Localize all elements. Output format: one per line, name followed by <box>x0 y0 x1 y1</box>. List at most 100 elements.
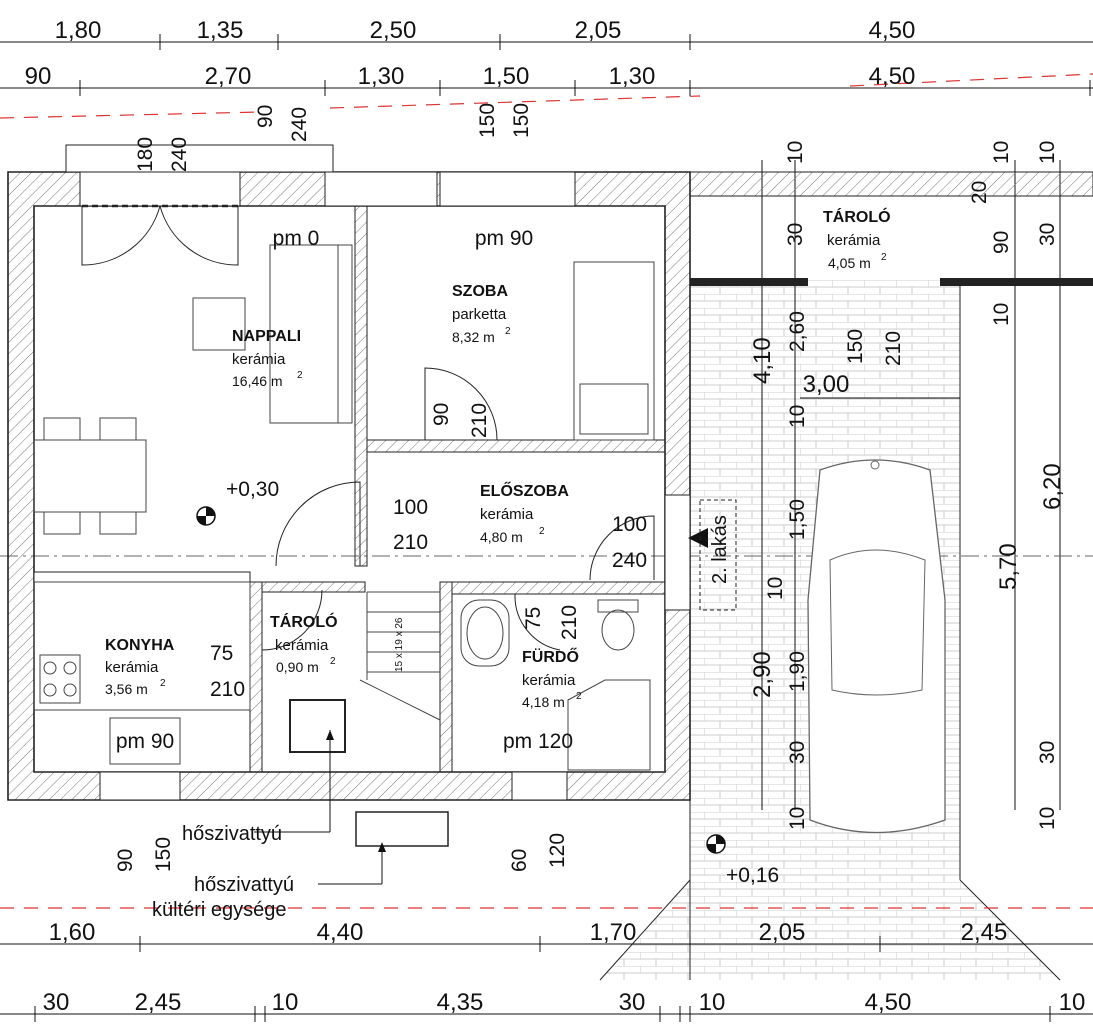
dim-vert: 1,90 <box>786 651 809 692</box>
dim-vert: 10 <box>764 577 787 600</box>
dim-right: 10 <box>990 303 1013 326</box>
dim-door: 210 <box>468 403 491 438</box>
dim-bottom1: 4,40 <box>317 919 364 946</box>
nappali-area: 16,46 m <box>232 373 283 389</box>
dim-bottom2: 30 <box>619 989 646 1016</box>
dim-bottom2: 10 <box>699 989 726 1016</box>
stair-label: 15 x 19 x 26 <box>394 617 405 672</box>
dim-top1: 1,35 <box>197 17 244 44</box>
dim-right: 30 <box>784 223 807 246</box>
dim-bottom1: 1,70 <box>590 919 637 946</box>
dim-vert: 10 <box>1036 807 1059 830</box>
dim-right: 30 <box>1036 223 1059 246</box>
dim-bottom1: 2,05 <box>759 919 806 946</box>
dim-vert: 10 <box>786 405 809 428</box>
szoba-area: 8,32 m <box>452 329 495 345</box>
konyha-level: pm 90 <box>116 730 174 753</box>
dim-top1: 2,50 <box>370 17 417 44</box>
area-exponent: 2 <box>330 656 336 667</box>
dim-vert: 4,10 <box>749 337 776 384</box>
dim-right: 10 <box>784 141 807 164</box>
apartment-label-box <box>699 499 737 611</box>
dim-bottom2: 10 <box>272 989 299 1016</box>
dim-right: 90 <box>990 231 1013 254</box>
nappali-level: pm 0 <box>273 227 320 250</box>
dim-right: 20 <box>968 181 991 204</box>
dim-top1: 2,05 <box>575 17 622 44</box>
dim-door: 75 <box>210 642 233 665</box>
dim-vert: 6,20 <box>1039 463 1066 510</box>
dim-top2: 1,30 <box>609 63 656 90</box>
dim-top2: 90 <box>25 63 52 90</box>
area-exponent: 2 <box>160 678 166 689</box>
dim-garage-width: 3,00 <box>803 371 850 398</box>
area-exponent: 2 <box>505 326 511 337</box>
dim-door: 75 <box>522 607 545 630</box>
nappali-floor: kerámia <box>232 351 286 368</box>
dim-window: 60 <box>508 849 531 872</box>
eloszoba-floor: kerámia <box>480 506 534 523</box>
tarolo-outside-name: TÁROLÓ <box>823 207 891 226</box>
tarolo-outside-floor: kerámia <box>827 232 881 249</box>
dim-vert: 30 <box>1036 741 1059 764</box>
furdo-level: pm 120 <box>503 730 573 753</box>
door-swings <box>81 204 655 651</box>
dimension-lines-top <box>0 34 1093 96</box>
dim-vert: 30 <box>786 741 809 764</box>
dim-top2: 4,50 <box>869 63 916 90</box>
leader-lines <box>254 730 386 885</box>
nappali-name: NAPPALI <box>232 328 301 345</box>
area-exponent: 2 <box>297 370 303 381</box>
szoba-floor: parketta <box>452 306 507 323</box>
dim-top1: 4,50 <box>869 17 916 44</box>
heat-pump-outdoor-label-2: kültéri egysége <box>152 899 287 921</box>
interior-level: +0,30 <box>226 478 279 501</box>
dim-top2: 1,50 <box>483 63 530 90</box>
dim-bottom2: 4,50 <box>865 989 912 1016</box>
walls <box>7 144 1093 801</box>
dim-bottom2: 2,45 <box>135 989 182 1016</box>
dim-door: 240 <box>612 549 647 572</box>
dimension-lines-right <box>761 160 1061 810</box>
furdo-floor: kerámia <box>522 672 576 689</box>
dim-vert: 10 <box>786 807 809 830</box>
szoba-name: SZOBA <box>452 283 508 300</box>
entry-arrow-icon <box>688 528 708 548</box>
dim-top2: 1,30 <box>358 63 405 90</box>
dim-window: 240 <box>288 107 311 142</box>
dim-door: 210 <box>558 605 581 640</box>
tarolo-outside-area: 4,05 m <box>828 255 871 271</box>
dimension-lines-bottom <box>0 936 1093 1022</box>
dim-vert: 2,60 <box>786 311 809 352</box>
dim-bottom1: 1,60 <box>49 919 96 946</box>
dim-window: 150 <box>510 103 533 138</box>
konyha-area: 3,56 m <box>105 681 148 697</box>
dim-window: 240 <box>168 137 191 172</box>
dim-door: 100 <box>393 496 428 519</box>
dim-right: 10 <box>990 141 1013 164</box>
tarolo-small-area: 0,90 m <box>276 659 319 675</box>
dim-bottom2: 30 <box>43 989 70 1016</box>
heat-pump-label: hőszivattyú <box>182 823 282 845</box>
dim-window: 180 <box>134 137 157 172</box>
car-icon <box>807 459 946 834</box>
area-exponent: 2 <box>539 526 545 537</box>
area-exponent: 2 <box>881 252 887 263</box>
dim-vert: 5,70 <box>995 543 1022 590</box>
dim-window: 120 <box>546 833 569 868</box>
dim-window: 210 <box>882 331 905 366</box>
konyha-name: KONYHA <box>105 637 175 654</box>
furdo-name: FÜRDŐ <box>522 647 579 666</box>
dim-vert: 1,50 <box>786 499 809 540</box>
tarolo-small-name: TÁROLÓ <box>270 612 338 631</box>
heat-pump-outdoor-label-1: hőszivattyú <box>194 874 294 896</box>
level-marker-icon <box>196 506 726 854</box>
apartment-label: 2. lakás <box>709 515 731 584</box>
dim-door: 90 <box>430 403 453 426</box>
eloszoba-area: 4,80 m <box>480 529 523 545</box>
dim-bottom2: 10 <box>1059 989 1086 1016</box>
exterior-level: +0,16 <box>726 864 779 887</box>
dim-vert: 2,90 <box>749 651 776 698</box>
dim-right: 10 <box>1036 141 1059 164</box>
